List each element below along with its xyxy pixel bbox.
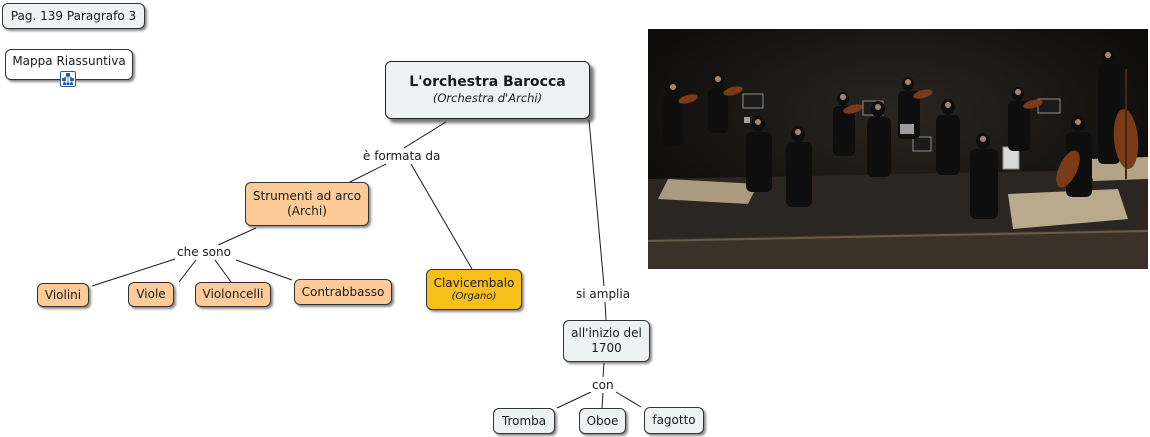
violas-node[interactable]: Viole <box>128 282 174 307</box>
page-reference-label: Pag. 139 Paragrafo 3 <box>11 9 136 24</box>
link-formed-strings <box>348 164 386 183</box>
double-bass-label: Contrabbasso <box>302 285 385 300</box>
violas-label: Viole <box>136 287 165 302</box>
violins-label: Violini <box>45 288 81 303</box>
bassoon-label: fagotto <box>652 413 695 428</box>
orchestra-photo <box>648 29 1148 269</box>
trumpet-node[interactable]: Tromba <box>493 408 555 434</box>
trumpet-label: Tromba <box>502 414 546 429</box>
double-bass-node[interactable]: Contrabbasso <box>294 279 392 305</box>
link-main-formed <box>404 122 446 148</box>
early-1700-node[interactable]: all'inizio del 1700 <box>563 320 650 362</box>
main-concept-node[interactable]: L'orchestra Barocca (Orchestra d'Archi) <box>385 61 590 119</box>
summary-map-label: Mappa Riassuntiva <box>12 54 125 69</box>
oboe-node[interactable]: Oboe <box>579 408 626 434</box>
link-1700-con <box>603 363 604 377</box>
violins-node[interactable]: Violini <box>37 283 89 307</box>
linking-phrase-formed-by: è formata da <box>361 149 442 163</box>
link-expands-1700 <box>605 302 606 320</box>
strings-label: Strumenti ad arco (Archi) <box>252 189 362 219</box>
link-strings-chesono <box>218 228 256 245</box>
concept-map-icon[interactable] <box>60 71 76 87</box>
harpsichord-node[interactable]: Clavicembalo (Organo) <box>426 269 522 310</box>
cellos-label: Violoncelli <box>203 287 264 302</box>
main-concept-title: L'orchestra Barocca <box>409 74 565 91</box>
oboe-label: Oboe <box>587 414 619 429</box>
link-con-trumpet <box>557 392 591 408</box>
cellos-node[interactable]: Violoncelli <box>195 282 271 307</box>
link-con-oboe <box>602 393 603 408</box>
linking-phrase-expands: si amplia <box>574 287 632 301</box>
strings-node[interactable]: Strumenti ad arco (Archi) <box>245 182 369 226</box>
link-con-bassoon <box>616 392 641 407</box>
link-formed-harpsichord <box>411 164 472 269</box>
harpsichord-label: Clavicembalo <box>434 276 515 291</box>
link-chesono-violas <box>179 260 196 282</box>
early-1700-label: all'inizio del 1700 <box>564 326 649 356</box>
link-chesono-bass <box>236 260 292 280</box>
bassoon-node[interactable]: fagotto <box>644 407 704 434</box>
page-reference-node[interactable]: Pag. 139 Paragrafo 3 <box>2 3 145 29</box>
main-concept-subtitle: (Orchestra d'Archi) <box>433 91 542 106</box>
link-chesono-cellos <box>215 260 231 282</box>
linking-phrase-which-are: che sono <box>175 245 233 259</box>
linking-phrase-with: con <box>590 378 616 392</box>
link-main-expands <box>589 120 604 286</box>
harpsichord-subtitle: (Organo) <box>452 291 497 303</box>
